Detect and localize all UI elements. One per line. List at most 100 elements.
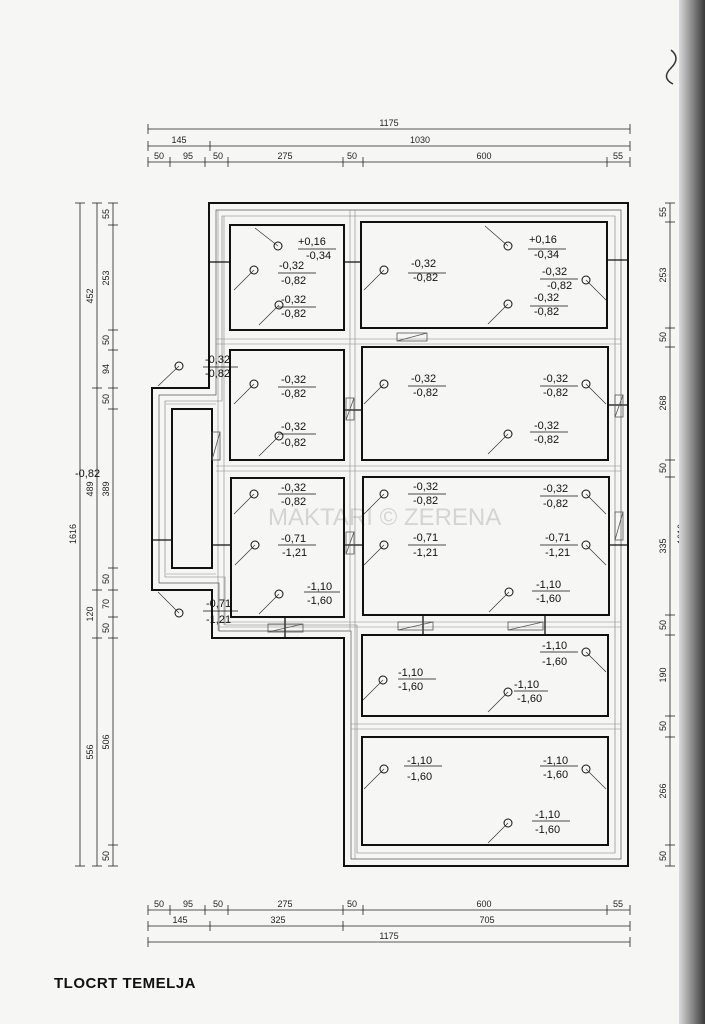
svg-text:-1,21: -1,21 [282, 547, 307, 559]
dim-left-mid-4: 556 [85, 744, 95, 759]
svg-text:-0,82: -0,82 [543, 387, 568, 399]
dim-left-inner-8: 70 [101, 599, 111, 609]
svg-text:-0,82: -0,82 [534, 434, 559, 446]
cell-b3 [362, 476, 610, 616]
foundation-outline [151, 202, 629, 867]
cell-a3 [230, 477, 345, 618]
dim-top-total: 1175 [379, 118, 398, 128]
cell-b2 [361, 346, 609, 461]
level-marker: -0,32 -0,82 [363, 481, 446, 515]
svg-text:+0,16: +0,16 [298, 236, 326, 248]
dim-top-detail-4: 275 [277, 151, 292, 161]
dim-right-inner-6: 335 [658, 538, 668, 553]
cell-b1 [360, 221, 608, 329]
svg-text:-0,32: -0,32 [411, 258, 436, 270]
watermark: MAKTARI © ZERENA [268, 504, 501, 531]
dim-bottom-sub-3: 705 [479, 915, 494, 925]
svg-text:-0,82: -0,82 [205, 368, 230, 380]
svg-text:-1,60: -1,60 [543, 769, 568, 781]
svg-text:-0,82: -0,82 [281, 388, 306, 400]
level-marker: -0,32 -0,82 [487, 420, 568, 455]
svg-text:-0,32: -0,32 [279, 260, 304, 272]
level-marker: -0,71-1,21 [157, 591, 238, 626]
svg-text:-0,32: -0,32 [543, 483, 568, 495]
svg-text:-0,82: -0,82 [281, 308, 306, 320]
svg-text:-1,21: -1,21 [206, 614, 231, 626]
dim-right-inner-4: 268 [658, 395, 668, 410]
svg-text:-0,32: -0,32 [281, 294, 306, 306]
level-marker: -0,32-0,82 [363, 373, 446, 405]
cell-wing [171, 408, 213, 569]
level-marker: -0,32 -0,82 [157, 354, 238, 387]
svg-text:+0,16: +0,16 [529, 234, 557, 246]
svg-text:-1,60: -1,60 [535, 824, 560, 836]
svg-text:-0,82: -0,82 [413, 495, 438, 507]
level-marker: -0,32-0,82 [233, 482, 316, 515]
dim-right-inner-5: 50 [658, 463, 668, 473]
level-marker: -0,32-0,82 [233, 374, 316, 405]
dim-bottom-detail-3: 50 [213, 899, 223, 909]
wall-breaks [152, 259, 628, 638]
dim-right-inner-10: 266 [658, 783, 668, 798]
page-edge-shadow [679, 0, 705, 1024]
svg-text:-0,32: -0,32 [534, 292, 559, 304]
svg-text:-0,82: -0,82 [281, 437, 306, 449]
svg-text:-0,82: -0,82 [281, 496, 306, 508]
svg-text:-0,71: -0,71 [545, 532, 570, 544]
svg-text:-1,60: -1,60 [517, 693, 542, 705]
dim-left-mid-3: 120 [85, 606, 95, 621]
dim-top-detail-6: 600 [476, 151, 491, 161]
level-marker: -1,10 -1,60 [487, 809, 570, 844]
svg-text:-1,10: -1,10 [536, 579, 561, 591]
dim-left-inner-1: 55 [101, 209, 111, 219]
svg-text:-0,82: -0,82 [413, 272, 438, 284]
level-marker: -1,10-1,60 [540, 640, 607, 673]
level-marker: +0,16-0,34 [484, 225, 566, 261]
level-marker: -1,10-1,60 [540, 755, 607, 790]
top-dimensions [147, 124, 631, 167]
level-marker: -0,32-0,82 [540, 266, 607, 301]
svg-text:-0,32: -0,32 [413, 481, 438, 493]
svg-text:-0,32: -0,32 [281, 421, 306, 433]
dim-bottom-total: 1175 [379, 931, 398, 941]
bottom-dimensions [147, 905, 631, 947]
svg-text:-0,32: -0,32 [205, 354, 230, 366]
dim-top-detail-1: 50 [154, 151, 164, 161]
dim-left-inner-9: 50 [101, 623, 111, 633]
svg-text:-0,32: -0,32 [534, 420, 559, 432]
svg-text:-0,82: -0,82 [281, 275, 306, 287]
dim-right-inner-2: 253 [658, 267, 668, 282]
dim-bottom-detail-2: 95 [183, 899, 193, 909]
dim-bottom-sub-1: 145 [172, 915, 187, 925]
cell-b5 [361, 736, 609, 846]
dim-left-inner-4: 94 [101, 364, 111, 374]
dim-left-inner-6: 389 [101, 481, 111, 496]
dim-bottom-detail-4: 275 [277, 899, 292, 909]
dim-left-mid-2: 489 [85, 481, 95, 496]
foundation-cells [171, 221, 610, 846]
wall-guides [166, 210, 621, 859]
dim-left-mid-1: 452 [85, 288, 95, 303]
dim-left-total: 1616 [68, 524, 78, 544]
dim-top-detail-3: 50 [213, 151, 223, 161]
level-marker: -0,32 -0,82 [258, 294, 316, 326]
dim-right-inner-11: 50 [658, 851, 668, 861]
svg-text:-1,60: -1,60 [407, 771, 432, 783]
dim-left-level: -0,82 [75, 468, 100, 480]
svg-text:-1,60: -1,60 [542, 656, 567, 668]
left-dimensions [75, 202, 118, 867]
dim-bottom-detail-1: 50 [154, 899, 164, 909]
dim-left-inner-2: 253 [101, 270, 111, 285]
dim-left-inner-11: 50 [101, 851, 111, 861]
dim-bottom-detail-7: 55 [613, 899, 623, 909]
svg-text:-1,10: -1,10 [535, 809, 560, 821]
dim-right-inner-3: 50 [658, 332, 668, 342]
svg-text:-1,21: -1,21 [545, 547, 570, 559]
svg-text:-1,60: -1,60 [536, 593, 561, 605]
svg-text:-0,34: -0,34 [306, 250, 331, 262]
dim-bottom-detail-5: 50 [347, 899, 357, 909]
dim-right-inner-9: 50 [658, 721, 668, 731]
svg-text:-1,21: -1,21 [413, 547, 438, 559]
level-marker: -0,32 -0,82 [258, 421, 316, 457]
level-marker: -0,32 -0,82 [233, 260, 316, 291]
